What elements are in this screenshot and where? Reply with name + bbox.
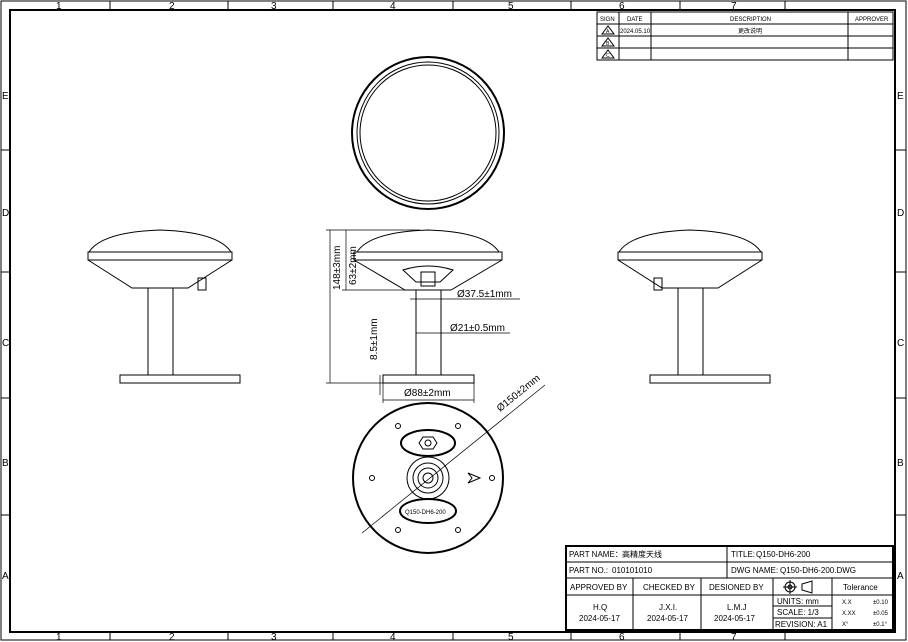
header-approver: APPROVER — [855, 17, 889, 23]
header-date: DATE — [627, 17, 643, 23]
tolerance-format: X° — [842, 622, 849, 628]
revision-table: SIGN DATE DESCRIPTION APPROVER A B C 202… — [596, 11, 894, 61]
revision: REVISION: A1 — [775, 620, 828, 629]
top-view — [351, 56, 505, 210]
tolerance-format: X.XX — [842, 611, 856, 617]
grid-row-label: C — [2, 338, 9, 349]
grid-row-label: A — [897, 571, 904, 582]
projection-symbol-icon — [783, 580, 813, 594]
dimension-lines — [326, 229, 546, 534]
scale: SCALE: 1/3 — [777, 608, 819, 617]
dwg-name: Q150-DH6-200.DWG — [780, 566, 856, 575]
part-no: 010101010 — [612, 566, 653, 575]
grid-col-label: 6 — [619, 632, 625, 642]
grid-col-label: 6 — [619, 1, 625, 12]
dim-dome-height: 63±2mm — [348, 246, 359, 285]
front-view — [353, 229, 503, 384]
dim-base-thickness: 8.5±1mm — [369, 318, 380, 360]
grid-row-label: E — [2, 91, 9, 102]
units: UNITS: mm — [777, 597, 819, 606]
side-view-left — [87, 229, 241, 384]
title-value: Q150-DH6-200 — [756, 550, 811, 559]
svg-text:B: B — [606, 41, 610, 47]
part-no-label: PART NO.: — [569, 566, 608, 575]
grid-col-label: 3 — [271, 632, 277, 642]
revision-date: 2024.05.10 — [620, 29, 651, 35]
grid-col-label: 1 — [56, 632, 62, 642]
tolerance-label: Tolerance — [843, 583, 878, 592]
designed-by: L.M.J — [727, 603, 747, 612]
direction-arrow-icon — [467, 472, 482, 484]
header-sign: SIGN — [600, 17, 615, 23]
approved-date: 2024-05-17 — [579, 614, 620, 623]
svg-text:C: C — [606, 53, 610, 59]
title-block — [565, 545, 894, 631]
tolerance-value: ±0.10 — [873, 600, 889, 606]
dwg-name-label: DWG NAME: — [731, 566, 778, 575]
grid-col-label: 5 — [508, 632, 514, 642]
tolerance-format: X.X — [842, 600, 852, 606]
dim-base-diameter: Ø88±2mm — [404, 388, 451, 399]
svg-text:A: A — [606, 29, 610, 35]
bottom-label: Q150-DH6-200 — [405, 510, 446, 516]
dim-dome-diameter: Ø150±2mm — [495, 373, 542, 414]
grid-col-label: 4 — [390, 632, 396, 642]
grid-row-label: B — [2, 458, 9, 469]
grid-col-label: 2 — [169, 1, 175, 12]
approved-by: H.Q — [593, 603, 607, 612]
grid-col-label: 7 — [731, 632, 737, 642]
grid-row-label: D — [2, 208, 9, 219]
dim-collar-diameter: Ø37.5±1mm — [457, 289, 512, 300]
grid-row-label: B — [897, 458, 904, 469]
part-name: 高精度天线 — [622, 549, 662, 559]
part-name-label: PART NAME： — [569, 550, 623, 559]
grid-col-label: 3 — [271, 1, 277, 12]
grid-row-label: C — [897, 338, 904, 349]
checked-by: J.X.I. — [659, 603, 677, 612]
grid-row-label: D — [897, 208, 904, 219]
grid-col-label: 1 — [56, 1, 62, 12]
side-view-right — [617, 229, 771, 384]
approved-by-label: APPROVED BY — [570, 583, 628, 592]
revision-description: 更改说明 — [738, 27, 762, 35]
designed-date: 2024-05-17 — [714, 614, 755, 623]
title-label: TITLE: — [731, 550, 755, 559]
grid-col-label: 4 — [390, 1, 396, 12]
grid-col-label: 7 — [731, 1, 737, 12]
dim-overall-height: 148±3mm — [332, 246, 343, 290]
dim-stem-diameter: Ø21±0.5mm — [450, 323, 505, 334]
checked-by-label: CHECKED BY — [643, 583, 696, 592]
grid-col-label: 5 — [508, 1, 514, 12]
inner-frame — [9, 9, 896, 633]
grid-col-label: 2 — [169, 632, 175, 642]
header-description: DESCRIPTION — [730, 17, 771, 23]
grid-row-label: A — [2, 571, 9, 582]
grid-row-label: E — [897, 91, 904, 102]
tolerance-value: ±0.1° — [873, 622, 888, 628]
bottom-view — [352, 402, 504, 554]
tolerance-value: ±0.05 — [873, 611, 889, 617]
revision-sign-icon: A B C — [601, 25, 615, 59]
designed-by-label: DESIONED BY — [709, 583, 764, 592]
checked-date: 2024-05-17 — [647, 614, 688, 623]
